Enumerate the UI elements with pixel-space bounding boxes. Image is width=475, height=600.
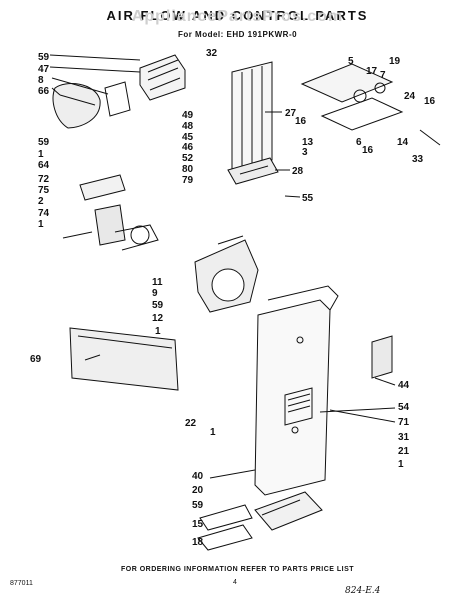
handwritten-note: 824-E.4 — [345, 586, 381, 596]
callout: 9 — [152, 288, 158, 299]
callout: 16 — [362, 145, 374, 156]
callout: 59 — [38, 137, 50, 148]
callout: 1 — [38, 219, 44, 230]
callout: 72 — [38, 174, 50, 185]
callout: 80 — [182, 164, 194, 175]
callout: 20 — [192, 485, 204, 496]
callout: 75 — [38, 185, 50, 196]
callout: 16 — [424, 96, 436, 107]
callout: 7 — [380, 70, 386, 81]
callout: 19 — [389, 56, 401, 67]
diagram-title: AIR FLOW AND CONTROL PARTS — [106, 8, 369, 23]
callout: 14 — [397, 137, 409, 148]
callout: 17 — [366, 66, 378, 77]
callout: 47 — [38, 64, 50, 75]
callout: 27 — [285, 108, 297, 119]
watermark: AppliancePartsPros.com — [131, 8, 344, 25]
page-number: 4 — [233, 579, 237, 586]
callout: 5 — [348, 56, 354, 67]
callout: 8 — [38, 75, 44, 86]
callout: 28 — [292, 166, 304, 177]
callout: 59 — [152, 300, 164, 311]
callout: 71 — [398, 417, 410, 428]
callout: 44 — [398, 380, 410, 391]
callout: 59 — [192, 500, 204, 511]
callout: 79 — [182, 175, 194, 186]
callout: 24 — [404, 91, 416, 102]
callout: 64 — [38, 160, 50, 171]
callout: 16 — [295, 116, 307, 127]
callout: 1 — [398, 459, 404, 470]
callout: 74 — [38, 208, 50, 219]
callout: 45 — [182, 132, 194, 143]
callout: 1 — [38, 149, 44, 160]
callout: 21 — [398, 446, 410, 457]
callout: 69 — [30, 354, 42, 365]
callout-numbers: 59 47 8 66 59 1 64 72 75 2 74 1 32 49 48… — [30, 48, 436, 548]
callout: 1 — [210, 427, 216, 438]
callout: 31 — [398, 432, 410, 443]
callout: 2 — [38, 196, 44, 207]
callout: 12 — [152, 313, 164, 324]
callout: 33 — [412, 154, 424, 165]
callout: 49 — [182, 110, 194, 121]
document-code: 877011 — [10, 580, 33, 587]
callout: 6 — [356, 137, 362, 148]
callout: 48 — [182, 121, 194, 132]
callout: 32 — [206, 48, 218, 59]
callout: 1 — [155, 326, 161, 337]
callout: 18 — [192, 537, 204, 548]
callout: 54 — [398, 402, 410, 413]
callout: 40 — [192, 471, 204, 482]
callout: 55 — [302, 193, 314, 204]
callout: 66 — [38, 86, 50, 97]
callout: 52 — [182, 153, 194, 164]
callout: 22 — [185, 418, 197, 429]
callout: 11 — [152, 277, 163, 288]
callout: 59 — [38, 52, 50, 63]
callout: 46 — [182, 142, 194, 153]
model-label: For Model: EHD 191PKWR-0 — [177, 30, 298, 39]
callout: 3 — [302, 147, 308, 158]
callout: 15 — [192, 519, 204, 530]
ordering-note: FOR ORDERING INFORMATION REFER TO PARTS … — [120, 566, 355, 573]
callout: 13 — [302, 137, 314, 148]
